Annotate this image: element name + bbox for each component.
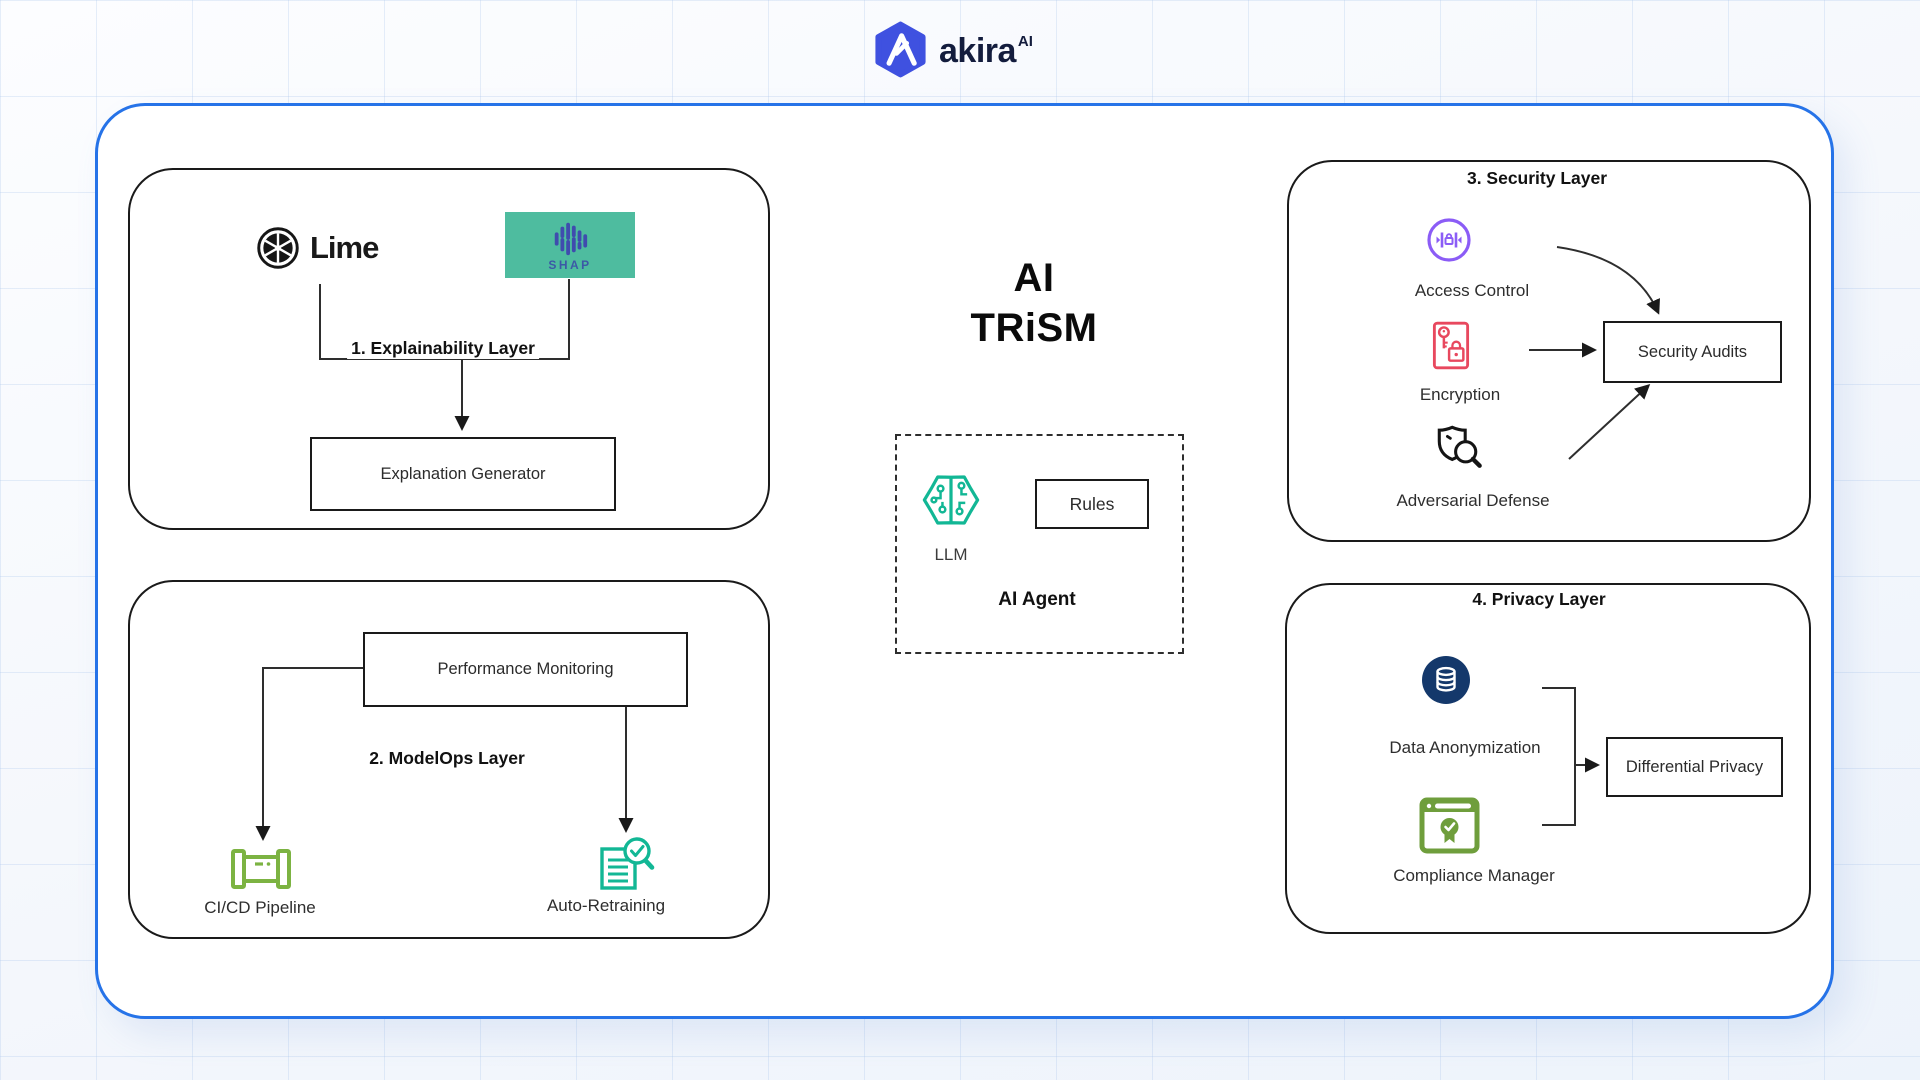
database-circle-icon xyxy=(1422,656,1470,704)
trism-title-line2: TRiSM xyxy=(970,306,1098,350)
trism-title-line1: AI xyxy=(1013,256,1055,300)
pipeline-icon xyxy=(231,849,291,889)
document-magnifier-check-icon xyxy=(600,837,655,890)
trism-title: AI TRiSM xyxy=(884,253,1184,353)
llm-caption: LLM xyxy=(931,545,971,565)
lime-logo: Lime xyxy=(256,226,379,270)
encryption-caption: Encryption xyxy=(1416,385,1504,405)
brand-superscript: AI xyxy=(1017,33,1033,50)
modelops-label: 2. ModelOps Layer xyxy=(365,748,529,769)
explainability-label: 1. Explainability Layer xyxy=(347,338,539,359)
brain-circuit-icon xyxy=(922,475,980,525)
rules-box: Rules xyxy=(1035,479,1149,529)
performance-monitoring-box: Performance Monitoring xyxy=(363,632,688,707)
brand-logo: akira AI xyxy=(872,21,1033,78)
circle-lock-gate-icon xyxy=(1427,218,1471,262)
lime-wordmark: Lime xyxy=(310,230,379,265)
security-audits-box: Security Audits xyxy=(1603,321,1782,383)
adversarial-defense-caption: Adversarial Defense xyxy=(1393,491,1553,511)
data-anonymization-caption: Data Anonymization xyxy=(1386,738,1544,758)
shap-logo: SHAP xyxy=(505,212,635,278)
shap-bars-icon xyxy=(554,222,588,256)
ai-agent-label: AI Agent xyxy=(998,589,1076,610)
explanation-generator-box: Explanation Generator xyxy=(310,437,616,511)
security-label: 3. Security Layer xyxy=(1462,168,1612,189)
akira-badge-icon xyxy=(875,21,926,78)
shap-label: SHAP xyxy=(548,258,592,272)
shield-magnifier-icon xyxy=(1437,425,1482,468)
cicd-caption: CI/CD Pipeline xyxy=(201,898,319,918)
ai-agent-box xyxy=(895,434,1184,654)
key-padlock-card-icon xyxy=(1432,321,1470,370)
compliance-manager-caption: Compliance Manager xyxy=(1390,866,1558,886)
lime-wheel-icon xyxy=(257,227,299,269)
privacy-label: 4. Privacy Layer xyxy=(1468,589,1610,610)
brand-name: akira xyxy=(939,32,1016,70)
browser-certificate-icon xyxy=(1419,797,1480,854)
differential-privacy-box: Differential Privacy xyxy=(1606,737,1783,797)
access-control-caption: Access Control xyxy=(1411,281,1533,301)
auto-retraining-caption: Auto-Retraining xyxy=(543,896,669,916)
